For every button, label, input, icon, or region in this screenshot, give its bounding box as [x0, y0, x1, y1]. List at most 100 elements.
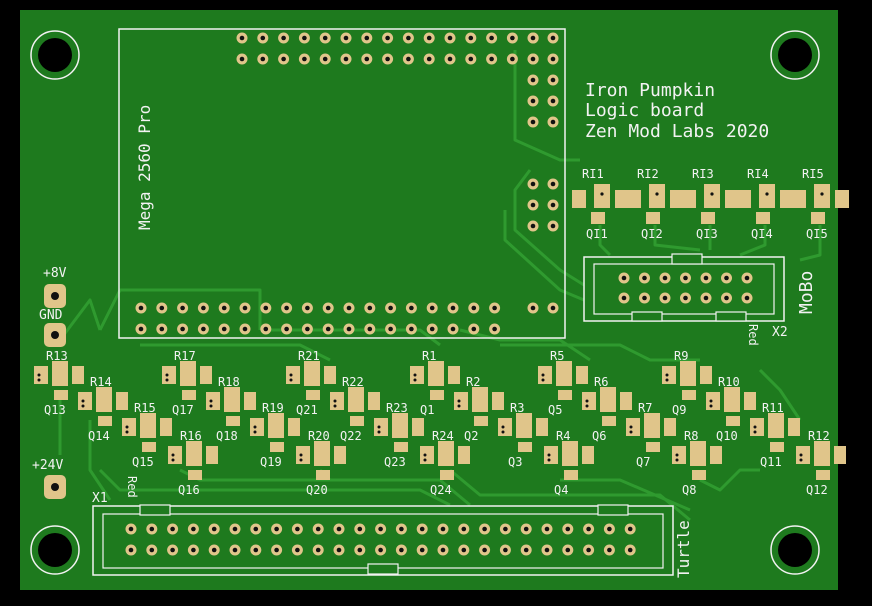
connector-pin: [271, 544, 283, 556]
smd-footprint: [706, 387, 756, 426]
header-pin: [281, 323, 293, 335]
connector-pin: [624, 544, 636, 556]
power-pad: [44, 323, 66, 347]
label-q2: Q2: [464, 429, 478, 443]
connector-pin: [680, 292, 691, 304]
connector-pin: [229, 523, 241, 535]
connector-pin: [639, 292, 650, 304]
connector-pin: [229, 544, 241, 556]
header-pin: [547, 302, 559, 314]
header-pin: [218, 323, 230, 335]
header-pin: [156, 323, 168, 335]
connector-pin: [354, 544, 366, 556]
label-r10: R10: [718, 375, 740, 389]
header-pin: [343, 302, 355, 314]
header-pin: [547, 53, 559, 65]
connector-pin: [618, 292, 630, 304]
label-q16: Q16: [178, 483, 200, 497]
mobo-key-notch: [671, 253, 703, 265]
connector-pin: [187, 523, 199, 535]
smd-footprint: [122, 413, 172, 452]
connector-pin: [125, 523, 137, 535]
label-q22: Q22: [340, 429, 362, 443]
connector-pin: [499, 544, 511, 556]
traces: [58, 50, 822, 522]
mobo-latch-right: [715, 311, 747, 322]
label-r15: R15: [134, 401, 156, 415]
connector-pin: [741, 292, 753, 304]
connector-pin: [700, 292, 712, 304]
header-pin: [319, 53, 331, 65]
label-q7: Q7: [636, 455, 650, 469]
header-pin: [298, 32, 310, 44]
smd-footprint: [374, 413, 424, 452]
header-pin: [236, 32, 248, 44]
header-pin: [364, 302, 376, 314]
label-q3: Q3: [508, 455, 522, 469]
label-q13: Q13: [44, 403, 66, 417]
trace: [503, 210, 585, 302]
connector-pin: [583, 523, 595, 535]
label-q17: Q17: [172, 403, 194, 417]
smd-footprint: [538, 361, 588, 400]
header-pin: [257, 32, 269, 44]
title-line-2: Logic board: [585, 100, 704, 121]
connector-pin: [354, 523, 366, 535]
connector-pin: [603, 523, 615, 535]
connector-pin: [659, 272, 671, 284]
connector-pin: [479, 523, 491, 535]
label-q18: Q18: [216, 429, 238, 443]
connector-pin: [479, 544, 491, 556]
turtle-key-notch: [367, 563, 399, 575]
trace: [799, 225, 822, 262]
label-q6: Q6: [592, 429, 606, 443]
header-pin: [547, 32, 559, 44]
smd-footprint: [662, 361, 712, 400]
connector-pin: [250, 523, 262, 535]
label-r5: R5: [550, 349, 564, 363]
connector-pin: [167, 523, 179, 535]
header-pin: [547, 116, 559, 128]
header-pin: [489, 302, 501, 314]
header-pin: [465, 53, 477, 65]
turtle-pin1-mark: Red: [125, 476, 139, 498]
label-q4: Q4: [554, 483, 568, 497]
header-pin: [319, 32, 331, 44]
connector-pin: [167, 544, 179, 556]
label-r11: R11: [762, 401, 784, 415]
label-q19: Q19: [260, 455, 282, 469]
trace: [459, 328, 591, 362]
connector-pin: [680, 272, 691, 284]
mounting-hole: [770, 30, 820, 80]
label-r2: R2: [466, 375, 480, 389]
trace: [98, 468, 451, 507]
header-pin: [197, 302, 209, 314]
mega-module-label: Mega 2560 Pro: [135, 105, 154, 230]
input-resistor-label: RI3: [692, 167, 714, 181]
header-pin: [382, 53, 394, 65]
mobo-ref: X2: [772, 325, 788, 340]
label-r4: R4: [556, 429, 570, 443]
connector-pin: [721, 292, 732, 304]
turtle-latch-left: [139, 504, 171, 516]
connector-pin: [146, 544, 158, 556]
header-pin: [447, 302, 459, 314]
connector-pin: [291, 523, 303, 535]
label-q12: Q12: [806, 483, 828, 497]
trace: [265, 328, 441, 347]
smd-footprint: [420, 441, 470, 480]
smd-footprint: [672, 441, 722, 480]
input-transistor-label: QI2: [641, 227, 663, 241]
connector-pin: [583, 544, 595, 556]
connector-pin: [541, 523, 553, 535]
header-pin: [468, 302, 480, 314]
header-pin: [361, 53, 373, 65]
header-pin: [547, 220, 559, 232]
header-pin: [423, 32, 435, 44]
power-pad: [44, 475, 66, 499]
header-pin: [405, 323, 417, 335]
header-pin: [260, 323, 272, 335]
input-transistor-label: QI3: [696, 227, 718, 241]
trace: [560, 478, 691, 512]
header-pin: [301, 323, 313, 335]
